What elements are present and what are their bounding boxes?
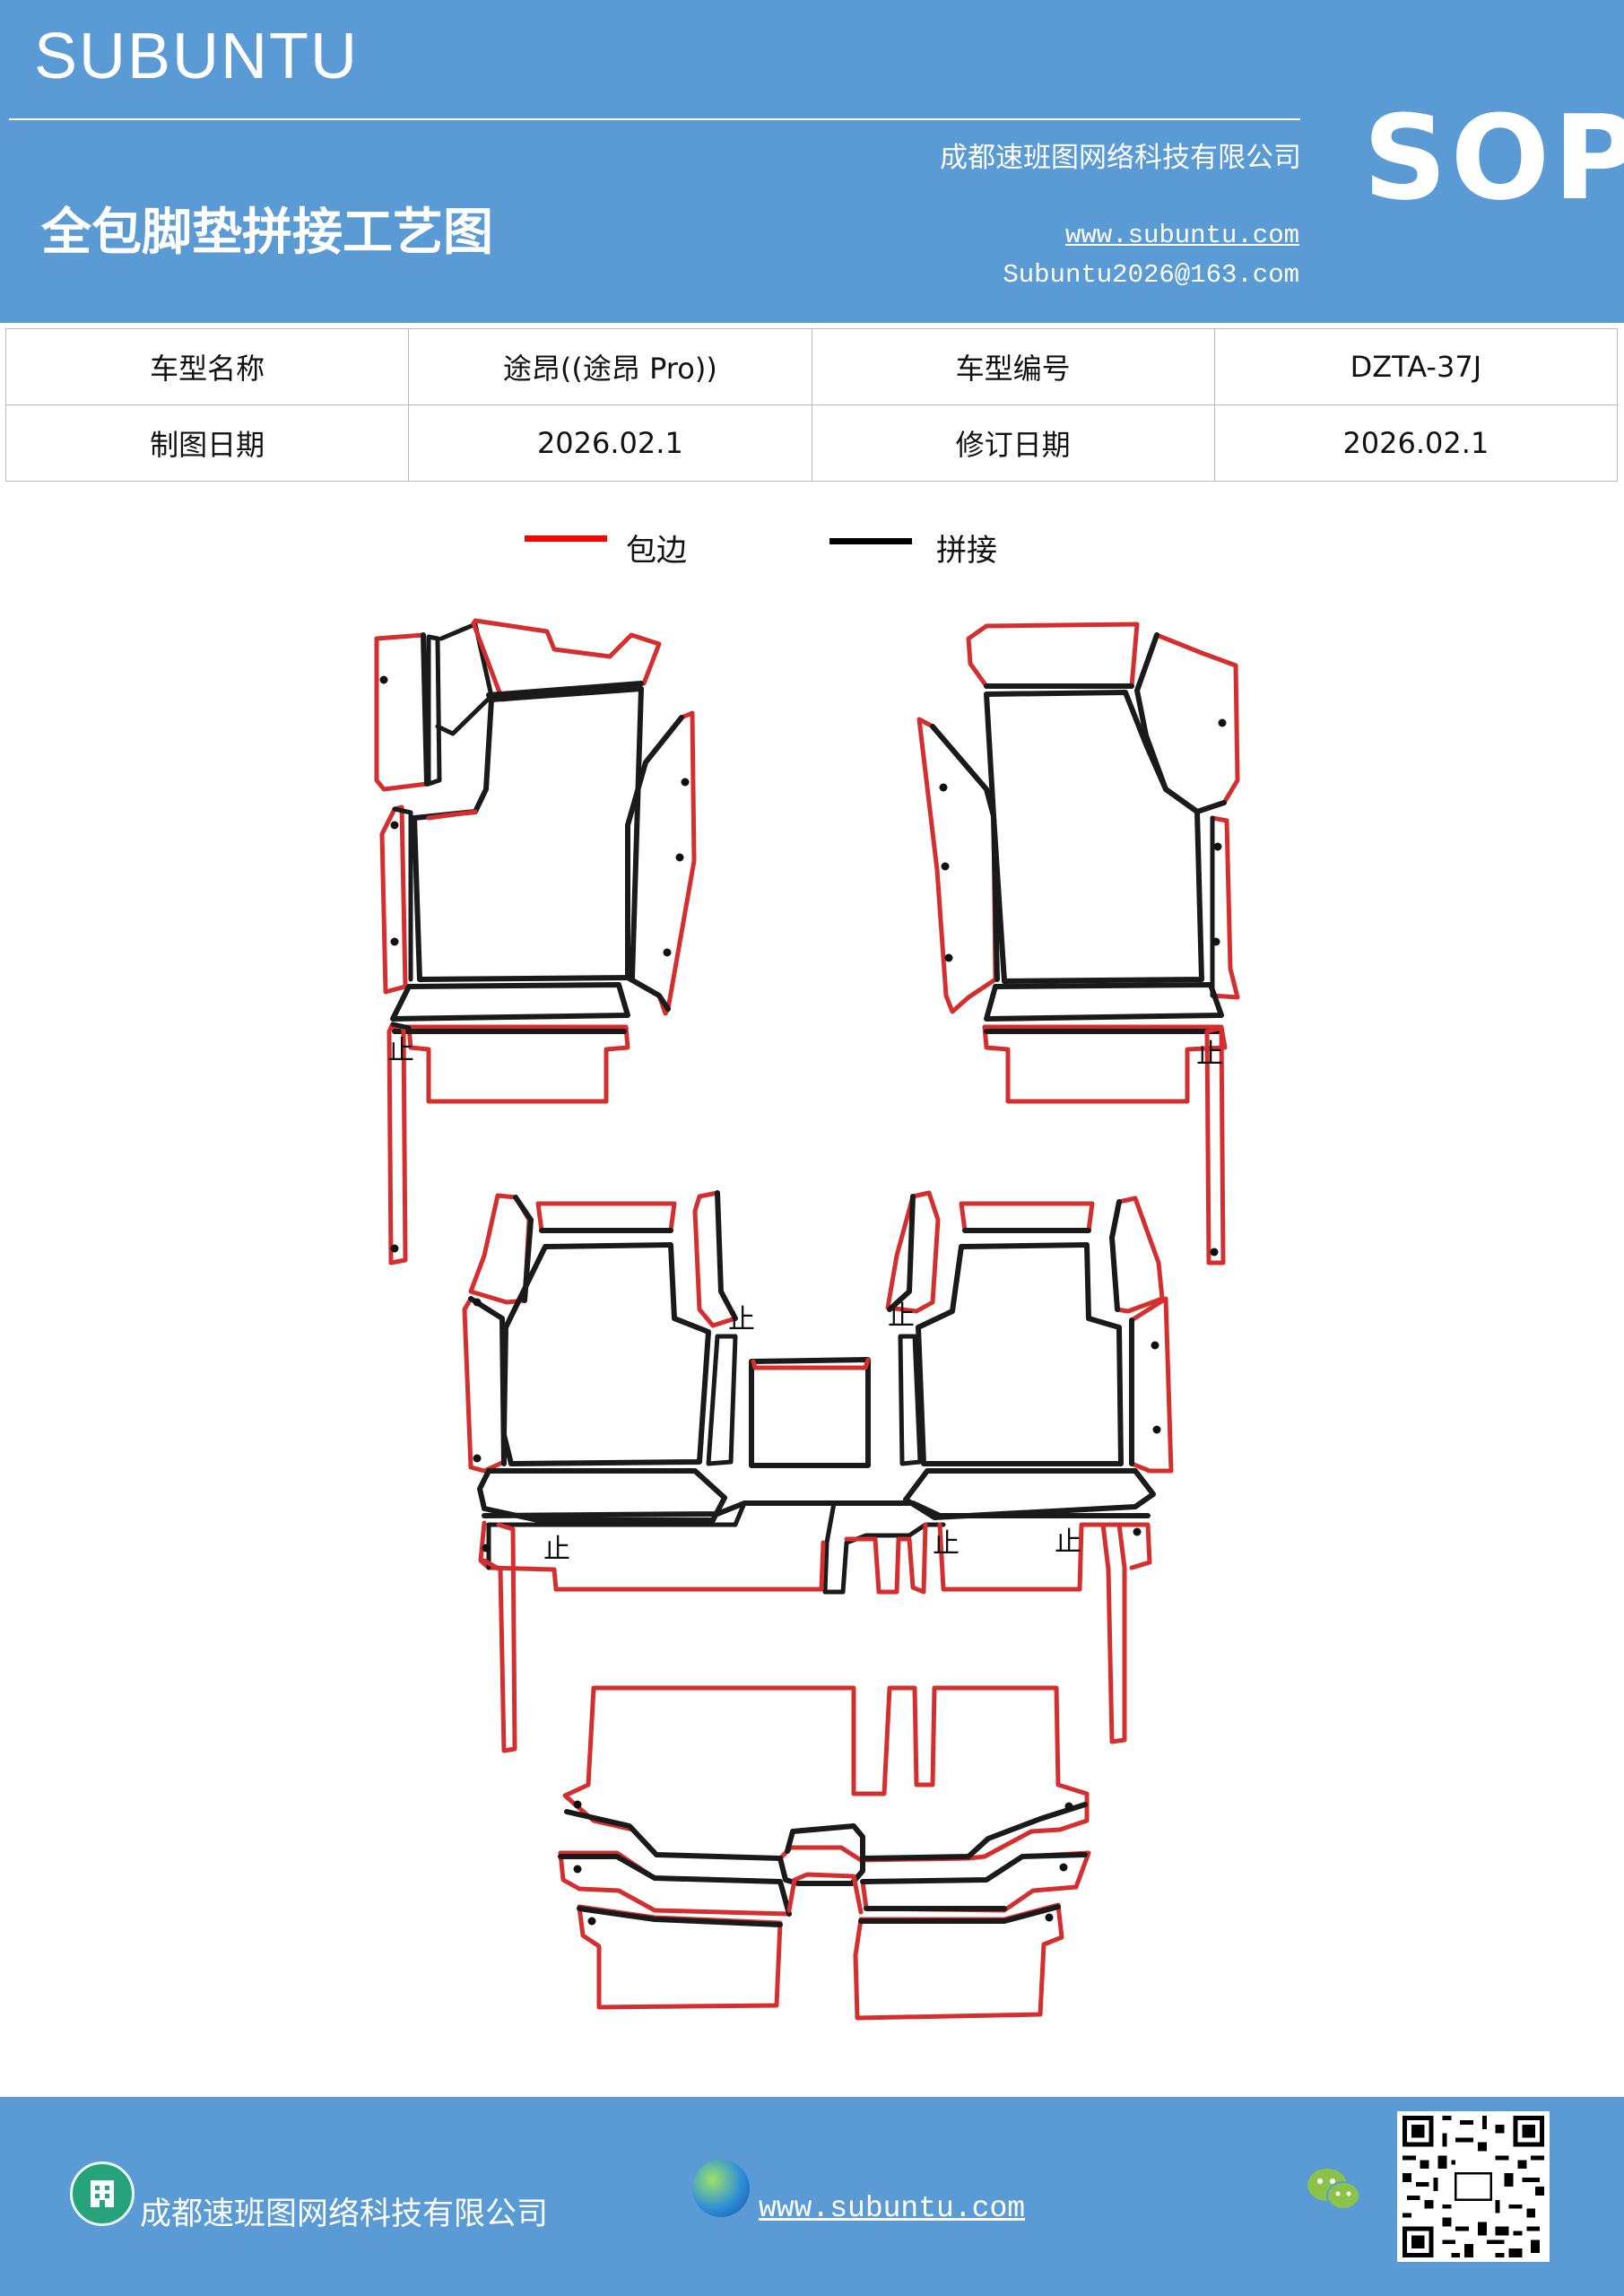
table-cell: 车型名称 bbox=[4, 328, 410, 405]
brand-name: SUBUNTU bbox=[34, 21, 360, 92]
table-row: 车型名称 途昂((途昂 Pro)) 车型编号 DZTA-37J bbox=[4, 328, 1619, 405]
third-row-mat bbox=[558, 1685, 1091, 2021]
rivet-dots bbox=[379, 675, 1227, 1926]
globe-icon bbox=[692, 2160, 750, 2217]
legend-swatch-seam bbox=[829, 538, 912, 544]
footer-website-link[interactable]: www.subuntu.com bbox=[759, 2192, 1026, 2225]
table-cell: 车型编号 bbox=[811, 328, 1215, 405]
table-cell: 修订日期 bbox=[811, 404, 1215, 482]
page-title: 全包脚垫拼接工艺图 bbox=[41, 203, 493, 262]
wechat-icon[interactable] bbox=[1304, 2163, 1363, 2217]
qr-code[interactable] bbox=[1397, 2111, 1550, 2262]
building-icon bbox=[70, 2161, 135, 2226]
email-address: Subuntu2026@163.com bbox=[1003, 260, 1299, 290]
table-cell: DZTA-37J bbox=[1213, 328, 1619, 405]
info-table: 车型名称 途昂((途昂 Pro)) 车型编号 DZTA-37J 制图日期 202… bbox=[4, 328, 1619, 482]
table-cell: 2026.02.1 bbox=[1213, 404, 1619, 482]
company-name: 成都速班图网络科技有限公司 bbox=[940, 142, 1301, 174]
stop-marker: 止 bbox=[543, 1535, 570, 1564]
table-cell: 途昂((途昂 Pro)) bbox=[408, 328, 812, 405]
stop-marker: 止 bbox=[933, 1529, 960, 1559]
stop-marker: 止 bbox=[888, 1301, 915, 1331]
stop-marker: 止 bbox=[1055, 1527, 1081, 1557]
front-left-mat bbox=[374, 618, 697, 1265]
legend-label-seam: 拼接 bbox=[936, 533, 997, 569]
footer-company: 成都速班图网络科技有限公司 bbox=[140, 2196, 549, 2232]
header-divider bbox=[9, 118, 1300, 120]
second-row-mat bbox=[462, 1190, 1174, 1753]
table-row: 制图日期 2026.02.1 修订日期 2026.02.1 bbox=[4, 404, 1619, 482]
sop-label: SOP bbox=[1363, 90, 1624, 226]
table-cell: 制图日期 bbox=[4, 404, 410, 482]
stop-marker: 止 bbox=[1196, 1039, 1223, 1069]
front-right-mat bbox=[916, 622, 1240, 1265]
stop-marker: 止 bbox=[728, 1305, 755, 1335]
table-cell: 2026.02.1 bbox=[408, 404, 812, 482]
floor-mat-diagram bbox=[374, 618, 1240, 2021]
website-link[interactable]: www.subuntu.com bbox=[1064, 221, 1299, 250]
header-banner bbox=[0, 0, 1624, 323]
stop-marker: 止 bbox=[387, 1036, 414, 1065]
legend-swatch-edge bbox=[525, 535, 607, 542]
legend-label-edge: 包边 bbox=[626, 533, 687, 569]
